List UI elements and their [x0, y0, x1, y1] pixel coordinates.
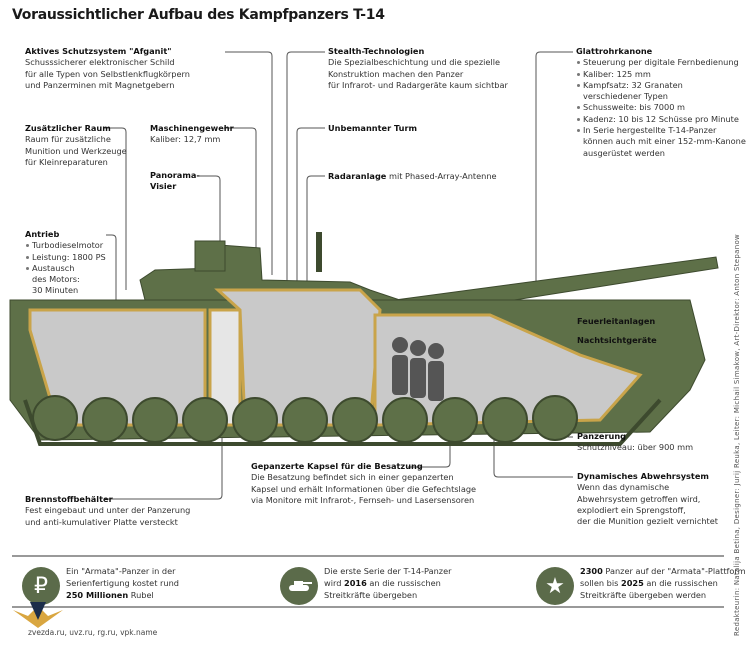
panorama-sight	[194, 240, 226, 272]
label-brennstoff: Brennstoffbehälter Fest eingebaut und un…	[25, 494, 191, 527]
road-wheels	[32, 395, 578, 443]
label-panorama: Panorama-Visier	[150, 170, 200, 192]
track	[23, 398, 662, 446]
label-radar: Radaranlage mit Phased-Array-Antenne	[328, 171, 497, 181]
watermark-logo	[8, 598, 68, 638]
fact-first-series: Die erste Serie der T-14-Panzer wird 201…	[324, 566, 452, 600]
divider	[12, 555, 724, 557]
crew-figures	[392, 337, 444, 401]
label-kapsel: Gepanzerte Kapsel für die Besatzung Die …	[251, 461, 477, 505]
star-emblem-icon: ★	[536, 567, 574, 605]
label-kanone: Glattrohrkanone Steuerung per digitale F…	[576, 46, 746, 158]
ruble-icon: ₽	[22, 567, 60, 605]
label-feuerleit: Feuerleitanlagen	[577, 316, 656, 326]
tank-icon	[280, 567, 318, 605]
sources: zvezda.ru, uvz.ru, rg.ru, vpk.name	[28, 628, 158, 637]
divider	[12, 606, 724, 608]
label-afganit: Aktives Schutzsystem "Afganit" Schusssic…	[25, 46, 190, 90]
label-abwehrsystem: Dynamisches Abwehrsystem Wenn das dynami…	[577, 471, 718, 527]
radar-antenna	[316, 232, 322, 272]
label-stealth: Stealth-Technologien Die Spezialbeschich…	[328, 46, 508, 90]
label-nachtsicht: Nachtsichtgeräte	[577, 335, 657, 345]
page-title: Voraussichtlicher Aufbau des Kampfpanzer…	[12, 7, 385, 23]
credits: Redakteurin: Natalija Betina, Designer: …	[733, 233, 741, 636]
label-turm: Unbemannter Turm	[328, 123, 418, 133]
fact-armata-count: 2300 Panzer auf der "Armata"-Plattform s…	[580, 566, 746, 600]
engine-compartment	[28, 308, 207, 427]
